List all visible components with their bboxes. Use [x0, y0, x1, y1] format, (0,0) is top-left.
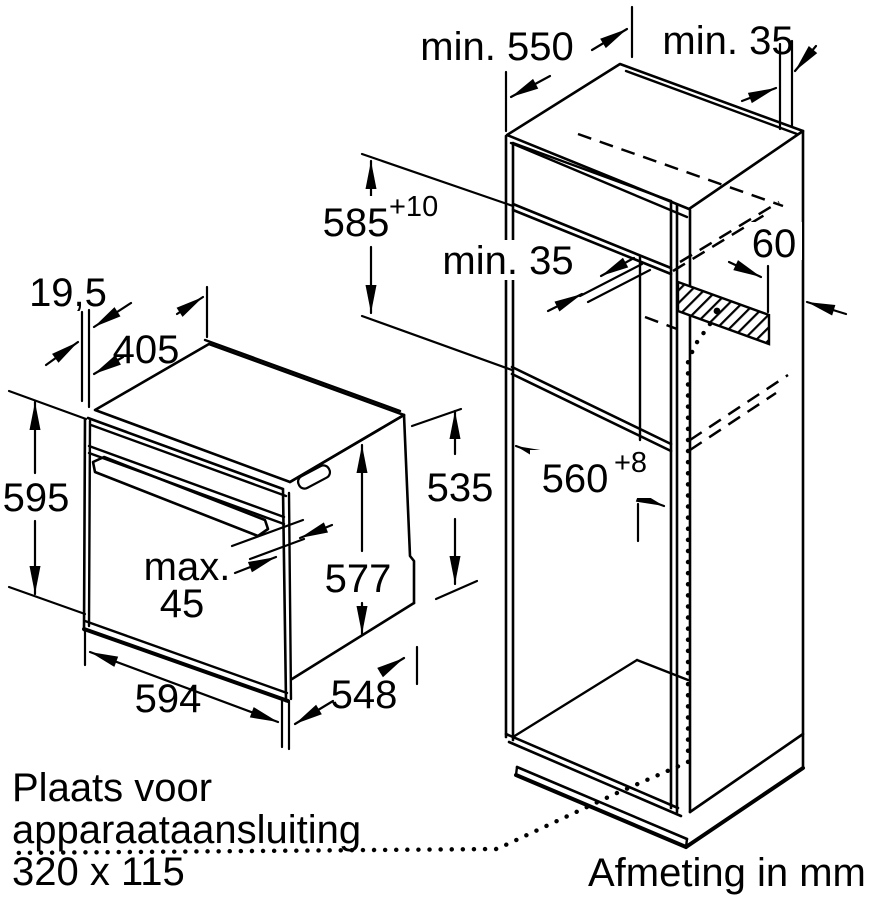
dim-label-front-width: 594 [135, 677, 202, 721]
dim-top-depth: 405 [92, 285, 209, 376]
dim-label-niche-height: 585 [323, 201, 390, 245]
oven-handle [91, 455, 270, 538]
vent-marker-dot [713, 307, 721, 315]
rear-wall-arrow [805, 300, 848, 316]
dim-label-protrusion-value: 45 [160, 582, 205, 626]
dim-label-body-depth: 548 [331, 673, 398, 717]
dim-label-cabinet-depth: min. 550 [420, 25, 573, 69]
dim-rear-height: 535 [410, 407, 497, 601]
dim-vent-cutout: 60 [727, 222, 802, 314]
dim-frame-overlap: 19,5 [29, 271, 133, 409]
dim-label-top-depth: 405 [113, 328, 180, 372]
connection-note-line3: 320 x 115 [12, 850, 185, 894]
dim-label-rear-height: 535 [427, 466, 494, 510]
unit-note: Afmeting in mm [588, 851, 866, 895]
dim-label-protrusion-word: max. [144, 545, 231, 589]
dim-top-rear-gap: min. 35 [662, 19, 818, 131]
connection-note-line2: apparaataansluiting [12, 808, 361, 852]
connection-note: Plaats voor apparaataansluiting 320 x 11… [12, 766, 361, 894]
dim-body-depth: 548 [293, 645, 419, 726]
connection-note-line1: Plaats voor [12, 766, 212, 810]
oven-drawing [82, 338, 416, 703]
dim-label-top-rear-gap: min. 35 [662, 19, 793, 63]
dim-label-front-height: 595 [3, 476, 70, 520]
dim-label-vent-cutout: 60 [752, 222, 797, 266]
dim-niche-depth: 560 +8 [514, 444, 666, 543]
dim-label-frame-overlap: 19,5 [29, 271, 107, 315]
dim-door-protrusion: max. 45 [144, 518, 334, 626]
dim-label-niche-rear-gap: min. 35 [442, 239, 573, 283]
dim-label-body-height: 577 [325, 557, 392, 601]
dim-front-width: 594 [83, 628, 291, 751]
dim-label-niche-depth: 560 [542, 457, 609, 501]
dim-label-niche-height-tolerance: +10 [389, 191, 438, 223]
dim-niche-height: 585 +10 [322, 152, 515, 372]
connection-dotted-line [5, 321, 713, 856]
dim-label-niche-depth-tolerance: +8 [614, 447, 647, 479]
unit-note-label: Afmeting in mm [588, 851, 866, 895]
vent-cutout-hatch [676, 280, 771, 346]
dim-body-height: 577 [324, 443, 392, 636]
dim-front-height: 595 [3, 389, 88, 616]
dim-cabinet-depth: min. 550 [420, 5, 634, 133]
dim-niche-rear-gap: min. 35 [434, 239, 652, 313]
side-grip-cutout [296, 464, 332, 490]
